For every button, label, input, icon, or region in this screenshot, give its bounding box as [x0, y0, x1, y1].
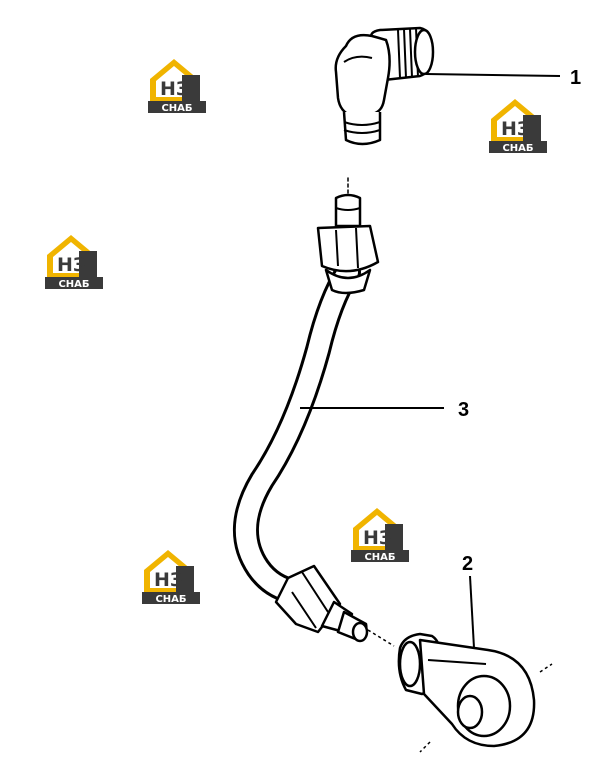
svg-text:СНАБ: СНАБ: [58, 279, 89, 290]
watermark-logo-1: НЗ СНАБ: [148, 59, 206, 114]
svg-text:НЗ: НЗ: [363, 527, 392, 549]
leader-line-2: [469, 575, 475, 649]
svg-text:НЗ: НЗ: [160, 78, 189, 100]
svg-text:СНАБ: СНАБ: [155, 594, 186, 605]
pipe-upper-nut: [316, 193, 380, 295]
watermark-logo-4: НЗ СНАБ: [351, 508, 409, 563]
banjo-fitting: [397, 632, 553, 753]
elbow-fitting: [334, 26, 435, 146]
svg-text:НЗ: НЗ: [154, 569, 183, 591]
callout-1: 1: [570, 67, 581, 89]
callout-3: 3: [458, 399, 469, 421]
callout-2: 2: [462, 553, 473, 575]
watermark-logo-5: НЗ СНАБ: [142, 550, 200, 605]
svg-text:НЗ: НЗ: [501, 118, 530, 140]
fuel-pipe: [233, 177, 361, 605]
leader-line-1: [425, 73, 561, 77]
leader-lines: [300, 73, 561, 649]
svg-text:СНАБ: СНАБ: [364, 552, 395, 563]
svg-text:СНАБ: СНАБ: [502, 143, 533, 154]
watermark-logo-2: НЗ СНАБ: [489, 99, 547, 154]
svg-text:СНАБ: СНАБ: [161, 103, 192, 114]
svg-text:НЗ: НЗ: [57, 254, 86, 276]
watermark-logo-3: НЗ СНАБ: [45, 235, 103, 290]
pipe-lower-nut: [274, 564, 395, 647]
